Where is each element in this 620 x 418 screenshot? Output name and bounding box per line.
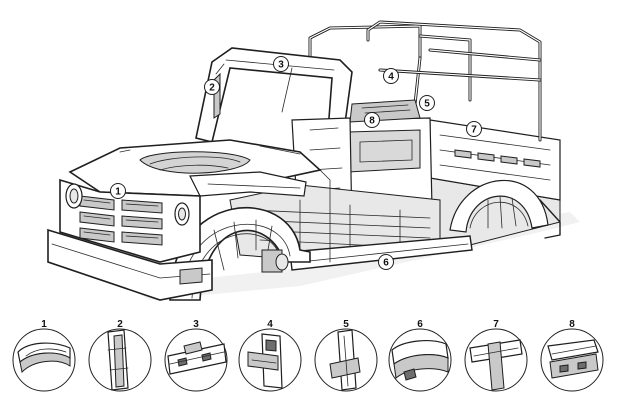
callout-5-text: 5 (424, 99, 430, 110)
detail-8-label: 8 (569, 319, 575, 330)
detail-6: 6 (388, 319, 452, 392)
callout-6-text: 6 (383, 258, 389, 269)
grille (79, 195, 163, 246)
fender-hole (275, 253, 289, 271)
bed-side-slots (454, 149, 541, 168)
callout-3: 3 (273, 56, 289, 72)
detail-2-label: 2 (117, 319, 123, 330)
detail-6-label: 6 (417, 319, 423, 330)
front-bumper (47, 228, 213, 301)
front-end (47, 139, 331, 301)
detail-5-label: 5 (343, 319, 349, 330)
vehicle-body-shell (47, 20, 580, 301)
detail-1-label: 1 (41, 319, 47, 330)
detail-5: 5 (314, 319, 378, 392)
detail-1: 1 (12, 319, 76, 392)
detail-8: 8 (540, 319, 604, 392)
detail-3-label: 3 (193, 319, 199, 330)
callout-5: 5 (419, 95, 435, 111)
callout-3-text: 3 (278, 60, 284, 71)
cab-rear-bulkhead (349, 99, 421, 123)
bumper-bracket (179, 267, 203, 285)
detail-row: 1 2 3 4 (12, 319, 604, 392)
rear-wheel-arch (449, 179, 549, 233)
callout-6: 6 (378, 254, 394, 270)
callout-4: 4 (383, 68, 399, 84)
callout-8: 8 (364, 112, 380, 128)
callout-1-text: 1 (115, 187, 121, 198)
callout-labels: 3 2 4 5 8 7 1 6 (110, 56, 482, 270)
callout-4-text: 4 (388, 72, 394, 83)
callout-7-text: 7 (471, 125, 477, 136)
callout-7: 7 (466, 121, 482, 137)
detail-2: 2 (88, 319, 152, 392)
detail-4-label: 4 (267, 319, 273, 330)
detail-7: 7 (464, 319, 528, 392)
callout-2: 2 (204, 79, 220, 95)
callout-1: 1 (110, 183, 126, 199)
callout-2-text: 2 (209, 83, 215, 94)
callout-8-text: 8 (369, 116, 375, 127)
detail-4: 4 (238, 319, 302, 392)
door-window-opening (347, 129, 421, 173)
detail-7-label: 7 (493, 319, 499, 330)
detail-3: 3 (164, 319, 228, 392)
